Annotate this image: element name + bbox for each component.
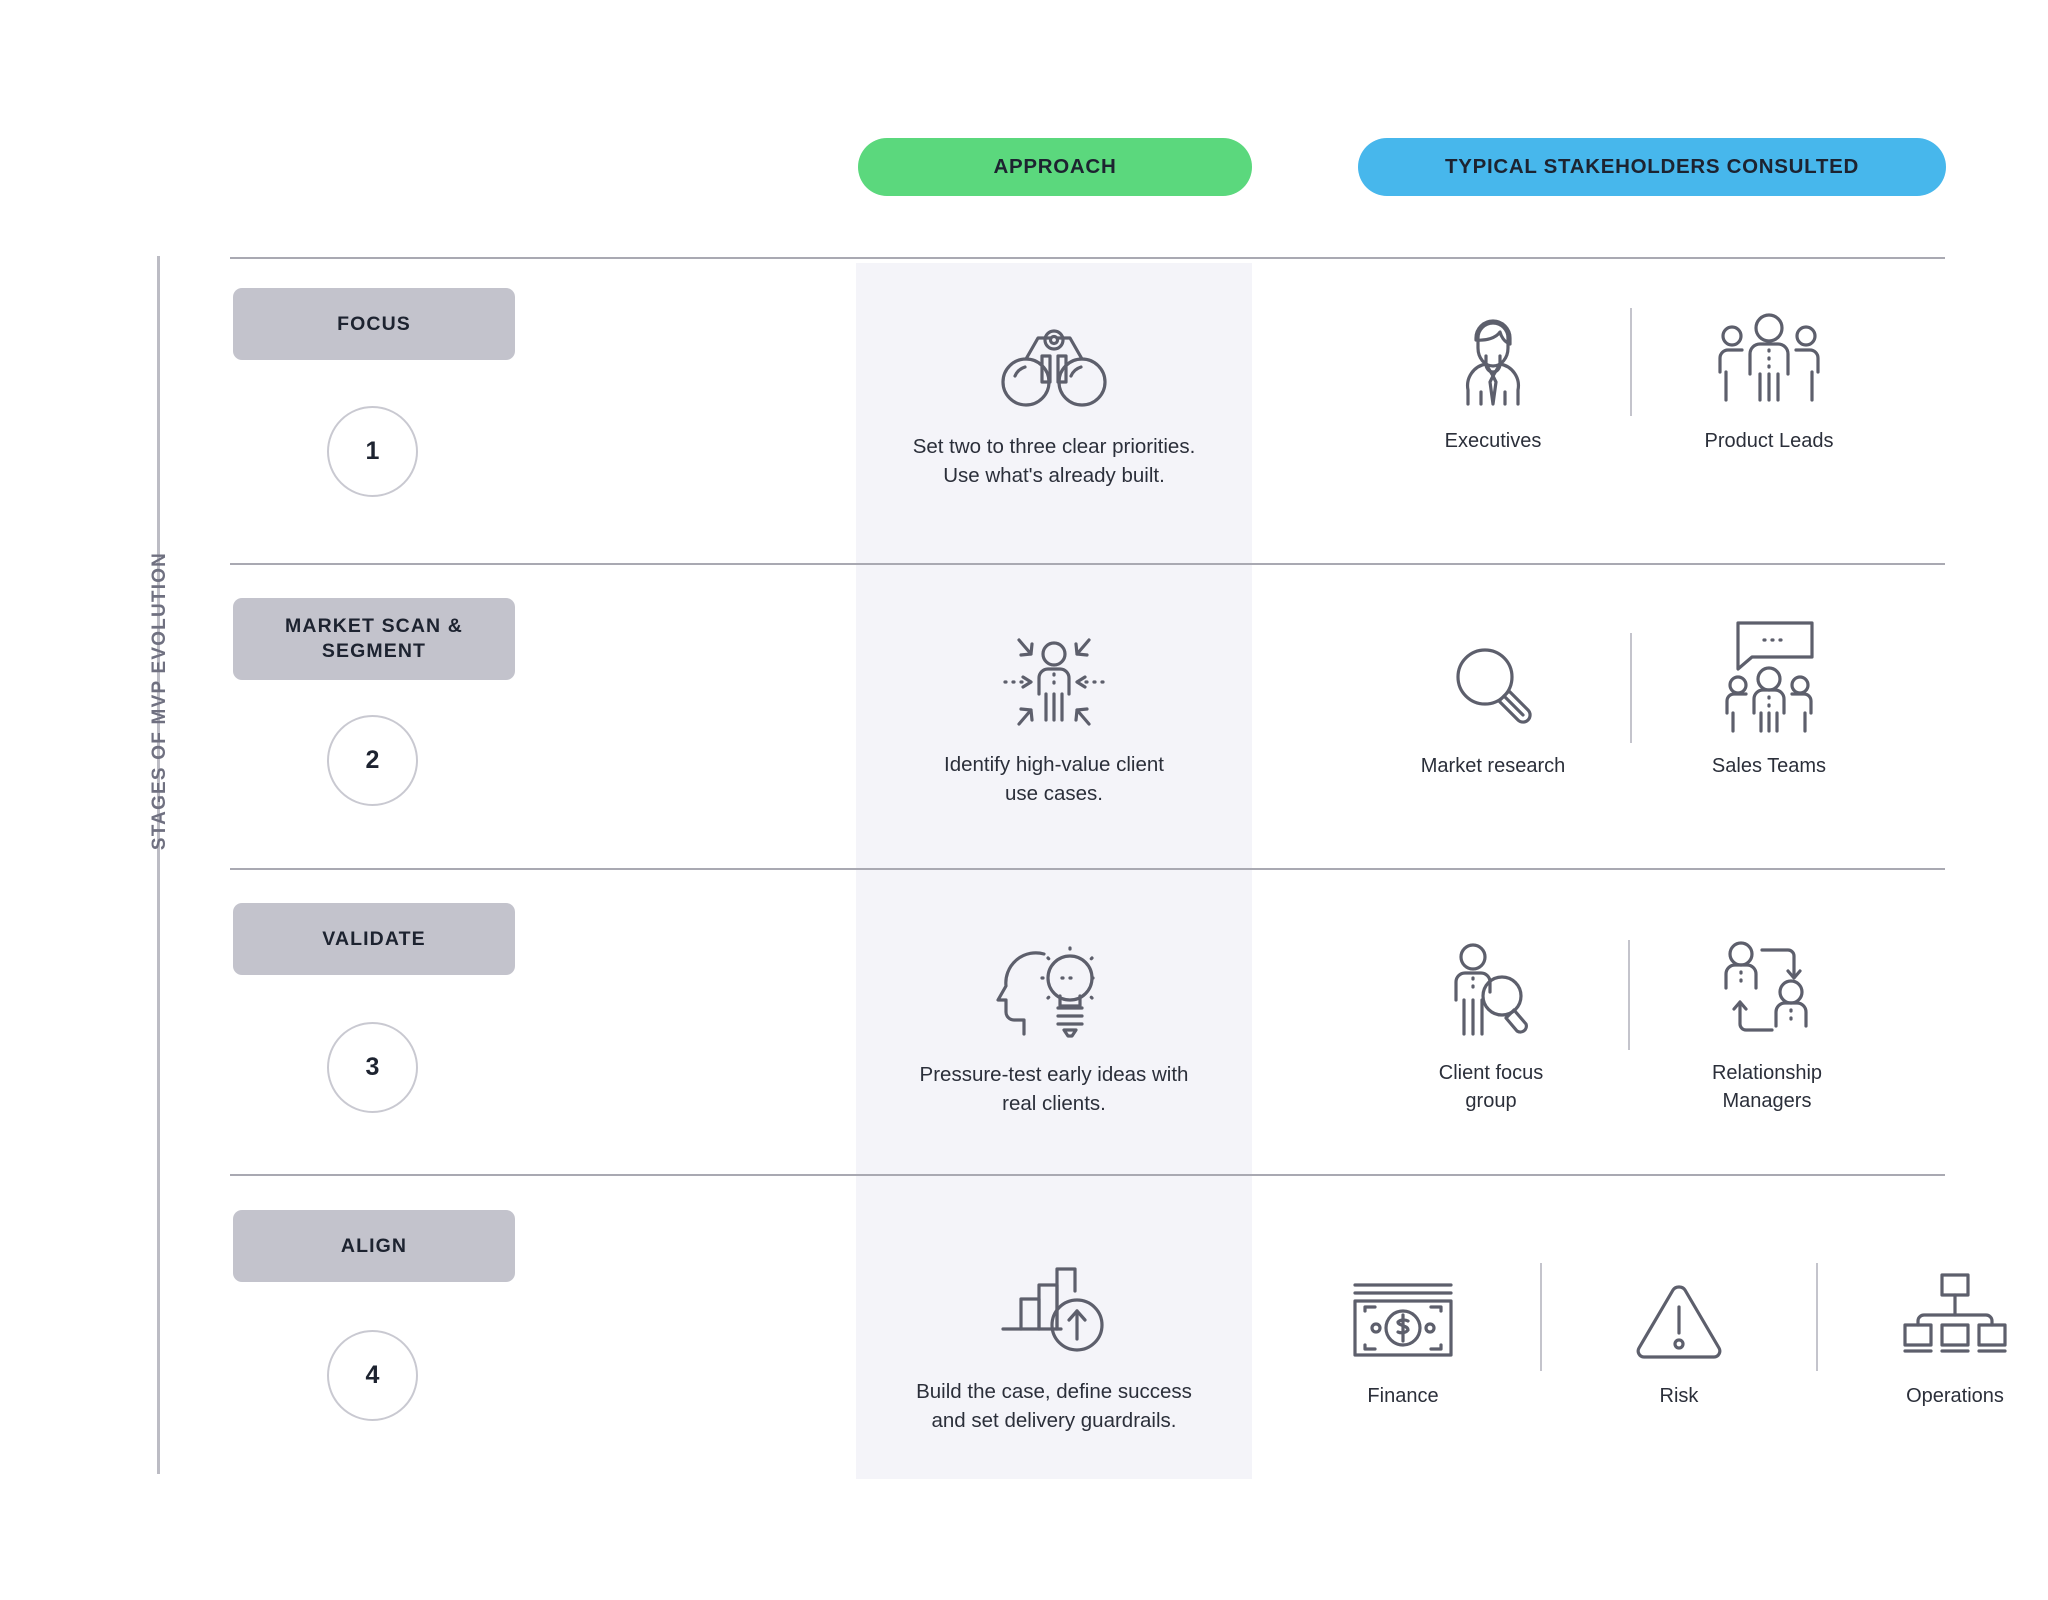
stakeholders-cell-focus: Executives xyxy=(1390,300,1872,456)
stage-chip-label: MARKET SCAN & SEGMENT xyxy=(285,614,463,664)
approach-text-line2: real clients. xyxy=(1002,1092,1106,1116)
stage-number-1: 1 xyxy=(327,406,418,497)
approach-text-focus: Set two to three clear priorities. Use w… xyxy=(856,432,1252,490)
approach-text-line2: and set delivery guardrails. xyxy=(931,1409,1177,1433)
stage-chip-label-line2: SEGMENT xyxy=(321,640,427,662)
stages-axis-label: STAGES OF MVP EVOLUTION xyxy=(149,551,170,851)
stakeholder-label: Market research xyxy=(1420,755,1566,777)
approach-column-header: APPROACH xyxy=(858,138,1252,196)
stakeholder-finance[interactable]: Finance xyxy=(1300,1255,1506,1411)
two-people-cycle-arrows-icon xyxy=(1717,932,1817,1040)
org-chart-icon xyxy=(1902,1255,2008,1363)
stage-chip-label: ALIGN xyxy=(340,1234,408,1257)
stakeholder-client-focus-group[interactable]: Client focus group xyxy=(1388,932,1594,1115)
stage-number-2: 2 xyxy=(327,715,418,806)
approach-text-line1: Set two to three clear priorities. xyxy=(912,435,1196,458)
person-with-magnifier-icon xyxy=(1440,932,1542,1040)
stakeholder-label: Sales Teams xyxy=(1711,755,1827,777)
row-divider-3 xyxy=(230,1174,1945,1176)
row-divider-2 xyxy=(230,868,1945,870)
stages-axis-line xyxy=(157,256,160,1474)
stage-number-value: 3 xyxy=(365,1053,380,1081)
stage-chip-market-scan[interactable]: MARKET SCAN & SEGMENT xyxy=(233,598,515,680)
stakeholder-separator xyxy=(1540,1263,1542,1371)
banknote-dollar-icon xyxy=(1351,1255,1455,1363)
binoculars-icon xyxy=(856,300,1252,410)
approach-header-label: APPROACH xyxy=(993,155,1117,178)
stakeholders-cell-validate: Client focus group xyxy=(1388,932,1870,1115)
stakeholder-risk[interactable]: Risk xyxy=(1576,1255,1782,1411)
executive-person-icon xyxy=(1450,300,1536,408)
approach-text-line2: use cases. xyxy=(1005,782,1103,806)
people-with-speech-bubble-icon xyxy=(1714,621,1824,733)
stakeholder-label: Client focus group xyxy=(1439,1060,1544,1115)
magnifying-glass-icon xyxy=(1447,625,1539,733)
stakeholder-operations[interactable]: Operations xyxy=(1852,1255,2048,1411)
bar-chart-growth-arrow-icon xyxy=(856,1245,1252,1355)
stakeholder-separator xyxy=(1816,1263,1818,1371)
approach-cell-validate: Pressure-test early ideas with real clie… xyxy=(856,928,1252,1118)
stakeholder-label: Risk xyxy=(1659,1385,1699,1407)
stakeholder-sales-teams[interactable]: Sales Teams xyxy=(1666,621,1872,781)
stakeholder-market-research[interactable]: Market research xyxy=(1390,625,1596,781)
stage-chip-focus[interactable]: FOCUS xyxy=(233,288,515,360)
stakeholders-column-header: TYPICAL STAKEHOLDERS CONSULTED xyxy=(1358,138,1946,196)
approach-cell-market-scan: Identify high-value client use cases. xyxy=(856,618,1252,808)
group-of-three-people-icon xyxy=(1714,300,1824,408)
stage-chip-align[interactable]: ALIGN xyxy=(233,1210,515,1282)
stakeholder-label-line1: Relationship xyxy=(1711,1062,1823,1084)
stakeholder-label-line2: group xyxy=(1465,1089,1517,1112)
warning-triangle-icon xyxy=(1633,1255,1725,1363)
stage-chip-validate[interactable]: VALIDATE xyxy=(233,903,515,975)
stage-chip-label: FOCUS xyxy=(337,312,411,335)
stakeholders-header-label: TYPICAL STAKEHOLDERS CONSULTED xyxy=(1445,155,1859,178)
approach-cell-focus: Set two to three clear priorities. Use w… xyxy=(856,300,1252,490)
stakeholder-label-line2: Managers xyxy=(1722,1089,1812,1112)
stage-chip-label-line1: MARKET SCAN & xyxy=(285,615,463,638)
approach-text-line2: Use what's already built. xyxy=(943,464,1165,488)
stakeholder-executives[interactable]: Executives xyxy=(1390,300,1596,456)
stakeholder-label-line1: Client focus xyxy=(1438,1062,1544,1084)
head-with-lightbulb-icon xyxy=(856,928,1252,1038)
stage-number-value: 4 xyxy=(365,1361,380,1389)
approach-text-align: Build the case, define success and set d… xyxy=(856,1377,1252,1435)
stakeholders-cell-market-scan: Market research xyxy=(1390,621,1872,781)
stakeholder-relationship-managers[interactable]: Relationship Managers xyxy=(1664,932,1870,1115)
stakeholder-label: Executives xyxy=(1444,430,1542,452)
approach-text-line1: Identify high-value client xyxy=(944,753,1164,776)
person-with-inward-arrows-icon xyxy=(856,618,1252,728)
approach-column-band xyxy=(856,263,1252,1479)
approach-text-validate: Pressure-test early ideas with real clie… xyxy=(856,1060,1252,1118)
stage-number-value: 2 xyxy=(365,746,380,774)
stakeholder-label: Finance xyxy=(1367,1385,1439,1407)
stakeholder-label: Relationship Managers xyxy=(1712,1060,1822,1115)
stakeholder-separator xyxy=(1630,633,1632,743)
stakeholder-label: Product Leads xyxy=(1704,430,1834,452)
stakeholder-separator xyxy=(1630,308,1632,416)
stage-chip-label: VALIDATE xyxy=(322,927,426,950)
stakeholder-separator xyxy=(1628,940,1630,1050)
row-divider-top xyxy=(230,257,1945,259)
stage-number-4: 4 xyxy=(327,1330,418,1421)
stakeholder-product-leads[interactable]: Product Leads xyxy=(1666,300,1872,456)
stakeholder-label: Operations xyxy=(1906,1385,2004,1407)
approach-text-line1: Build the case, define success xyxy=(916,1380,1192,1403)
approach-text-market-scan: Identify high-value client use cases. xyxy=(856,750,1252,808)
approach-text-line1: Pressure-test early ideas with xyxy=(919,1063,1189,1086)
stakeholders-cell-align: Finance Risk xyxy=(1300,1255,2048,1411)
approach-cell-align: Build the case, define success and set d… xyxy=(856,1245,1252,1435)
row-divider-1 xyxy=(230,563,1945,565)
stage-number-value: 1 xyxy=(365,437,380,465)
stage-number-3: 3 xyxy=(327,1022,418,1113)
